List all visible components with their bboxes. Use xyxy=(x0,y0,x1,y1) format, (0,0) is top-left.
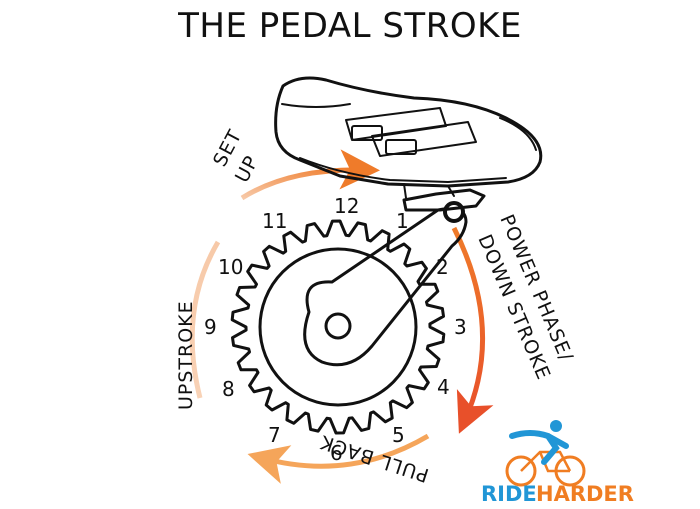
power-phase-arrow xyxy=(451,226,494,434)
clock-number-2: 2 xyxy=(436,255,449,279)
diagram-title: THE PEDAL STROKE xyxy=(178,6,522,46)
clock-number-7: 7 xyxy=(268,423,281,447)
pull-back-arrow xyxy=(247,433,430,484)
cycling-shoe-icon xyxy=(274,76,543,199)
upstroke-arrow xyxy=(189,240,221,399)
label-upstroke: UPSTROKE xyxy=(175,300,197,410)
logo-word-harder: HARDER xyxy=(536,482,634,506)
clock-number-3: 3 xyxy=(454,315,467,339)
ride-harder-logo: RIDE HARDER xyxy=(481,420,634,506)
pedal xyxy=(402,188,486,212)
crank-bolt xyxy=(324,312,352,340)
label-setup-line2: UP xyxy=(231,152,263,186)
clock-number-10: 10 xyxy=(218,255,243,279)
clock-number-5: 5 xyxy=(392,423,405,447)
cyclist-icon xyxy=(505,420,586,487)
clock-number-4: 4 xyxy=(437,375,450,399)
pedal-spindle xyxy=(443,201,465,223)
chainring xyxy=(230,219,446,435)
clock-number-1: 1 xyxy=(396,209,409,233)
clock-number-12: 12 xyxy=(334,194,359,218)
clock-number-9: 9 xyxy=(204,315,217,339)
logo-word-ride: RIDE xyxy=(481,482,537,506)
clock-number-8: 8 xyxy=(222,377,235,401)
setup-arrow xyxy=(240,149,380,201)
clock-number-11: 11 xyxy=(262,209,287,233)
clock-number-6: 6 xyxy=(330,441,343,465)
